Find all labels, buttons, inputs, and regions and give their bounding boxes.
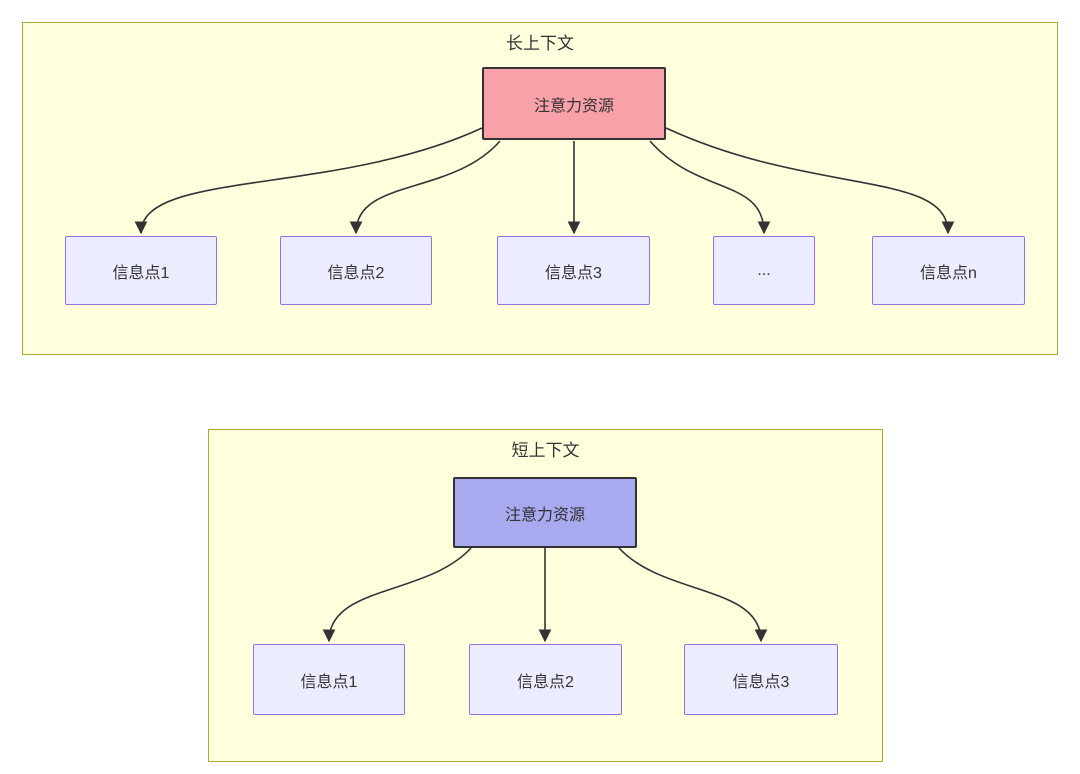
long-info-node-n: 信息点n [872, 236, 1025, 305]
short-info-node-1: 信息点1 [253, 644, 405, 715]
long-info-node-3: 信息点3 [497, 236, 650, 305]
short-context-title: 短上下文 [511, 441, 580, 460]
long-context-title: 长上下文 [506, 34, 574, 53]
short-context-attention-node: 注意力资源 [453, 477, 637, 548]
short-info-node-2: 信息点2 [469, 644, 622, 715]
short-info-node-3: 信息点3 [684, 644, 838, 715]
long-info-node-ellipsis: ... [713, 236, 815, 305]
long-context-attention-node: 注意力资源 [482, 67, 666, 140]
long-info-node-1: 信息点1 [65, 236, 217, 305]
long-info-node-2: 信息点2 [280, 236, 432, 305]
